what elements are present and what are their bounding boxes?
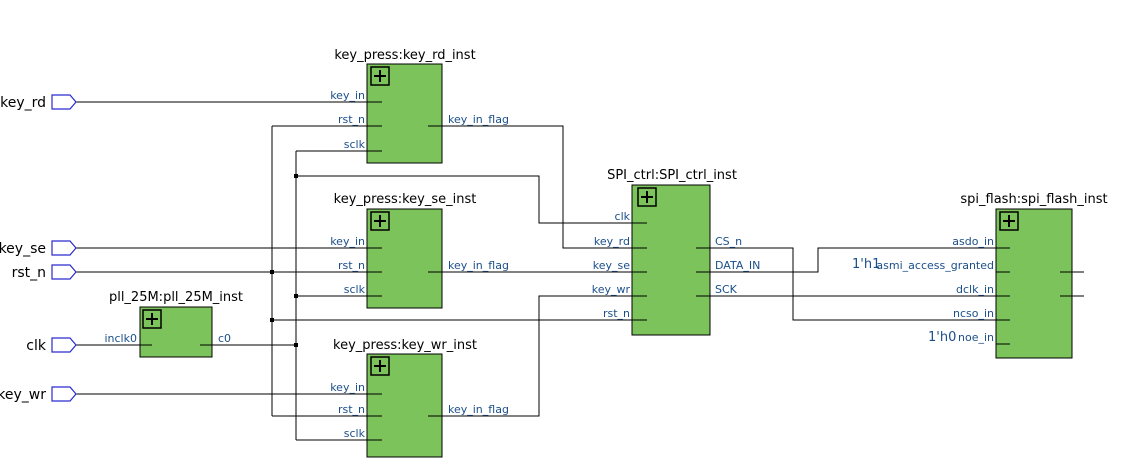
input-port-key_wr[interactable]: key_wr [0, 386, 77, 403]
pin-SCK: SCK [715, 283, 738, 296]
wires [76, 101, 1084, 441]
expand-plus-icon[interactable] [370, 356, 390, 376]
expand-plus-icon[interactable] [999, 211, 1019, 231]
block-body [631, 184, 711, 336]
pin-CS_n: CS_n [715, 235, 742, 248]
block-key_wr_inst[interactable]: key_press:key_wr_inst key_in rst_n sclk … [330, 338, 509, 458]
pin-key_in_flag: key_in_flag [448, 113, 509, 126]
expand-plus-icon[interactable] [142, 309, 162, 329]
input-label-key_wr: key_wr [0, 387, 46, 403]
input-label-clk: clk [26, 338, 47, 354]
block-title: key_press:key_wr_inst [333, 338, 477, 353]
block-body [995, 208, 1073, 359]
block-title: spi_flash:spi_flash_inst [960, 192, 1107, 207]
block-SPI_ctrl_inst[interactable]: SPI_ctrl:SPI_ctrl_inst clk key_rd key_se… [592, 168, 761, 336]
net-wr-flag [442, 295, 632, 417]
pin-ncso_in: ncso_in [953, 307, 994, 320]
expand-plus-icon[interactable] [637, 187, 657, 207]
expand-plus-icon[interactable] [370, 211, 390, 231]
block-key_se_inst[interactable]: key_press:key_se_inst key_in rst_n sclk … [330, 192, 509, 309]
pin-key_in: key_in [330, 381, 365, 394]
block-pll_25M_inst[interactable]: pll_25M:pll_25M_inst inclk0 c0 [104, 290, 243, 358]
input-label-key_rd: key_rd [0, 95, 46, 111]
input-port-icon [51, 240, 77, 256]
input-port-icon [51, 264, 77, 280]
input-port-clk[interactable]: clk [26, 337, 77, 354]
input-port-key_se[interactable]: key_se [0, 240, 77, 257]
pin-asmi_access_granted: asmi_access_granted [876, 259, 994, 272]
pin-sclk: sclk [344, 283, 366, 296]
junction-dot [294, 294, 298, 298]
expand-plus-icon[interactable] [370, 66, 390, 86]
pin-DATA_IN: DATA_IN [715, 259, 760, 272]
net-data_in [710, 247, 996, 273]
input-port-key_rd[interactable]: key_rd [0, 94, 77, 111]
pin-key_in_flag: key_in_flag [448, 259, 509, 272]
junction-dot [270, 318, 274, 322]
pin-sclk: sclk [344, 427, 366, 440]
pin-key_in: key_in [330, 89, 365, 102]
pin-key_rd: key_rd [594, 235, 630, 248]
pin-clk: clk [615, 210, 631, 223]
constant-asmi-value: 1'h1 [852, 257, 880, 272]
pin-c0: c0 [218, 332, 231, 345]
input-label-rst_n: rst_n [12, 265, 46, 281]
pin-rst_n: rst_n [603, 307, 630, 320]
junction-dot [294, 343, 298, 347]
input-port-icon [51, 94, 77, 110]
net-sclk-to-spi [296, 175, 632, 224]
pin-key_wr: key_wr [592, 283, 631, 296]
pin-key_in: key_in [330, 235, 365, 248]
pin-inclk0: inclk0 [104, 332, 137, 345]
junctions [270, 174, 298, 347]
block-title: key_press:key_se_inst [334, 192, 477, 207]
net-rd-flag [442, 125, 632, 249]
pin-rst_n: rst_n [338, 259, 365, 272]
block-key_rd_inst[interactable]: key_press:key_rd_inst key_in rst_n sclk … [330, 48, 509, 164]
pin-noe_in: noe_in [958, 331, 994, 344]
block-title: SPI_ctrl:SPI_ctrl_inst [607, 168, 737, 183]
pin-key_in_flag: key_in_flag [448, 403, 509, 416]
pin-dclk_in: dclk_in [956, 283, 994, 296]
input-port-icon [51, 337, 77, 353]
constant-noe-value: 1'h0 [928, 330, 956, 345]
pin-sclk: sclk [344, 138, 366, 151]
block-title: pll_25M:pll_25M_inst [109, 290, 243, 305]
block-title: key_press:key_rd_inst [334, 48, 475, 63]
pin-key_se: key_se [593, 259, 630, 272]
pin-asdo_in: asdo_in [952, 235, 994, 248]
input-port-icon [51, 386, 77, 402]
input-port-rst_n[interactable]: rst_n [12, 264, 77, 281]
pin-rst_n: rst_n [338, 403, 365, 416]
input-label-key_se: key_se [0, 241, 46, 257]
block-spi_flash_inst[interactable]: spi_flash:spi_flash_inst asdo_in asmi_ac… [876, 192, 1108, 359]
pin-rst_n: rst_n [338, 113, 365, 126]
junction-dot [294, 174, 298, 178]
junction-dot [270, 270, 274, 274]
net-cs_n [710, 247, 996, 321]
